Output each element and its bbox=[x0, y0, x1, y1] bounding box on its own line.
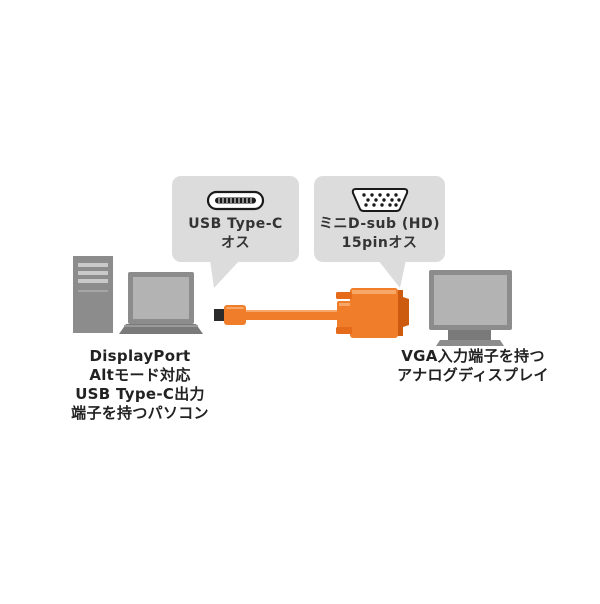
vga-bubble-line1: ミニD-sub (HD) bbox=[318, 216, 441, 232]
display-caption-line2: アナログディスプレイ bbox=[397, 366, 549, 384]
usb-c-to-vga-cable bbox=[214, 288, 409, 338]
cable-body bbox=[246, 310, 338, 320]
usb-type-c-port-icon bbox=[206, 190, 265, 211]
display-caption: VGA入力端子を持つ アナログディスプレイ bbox=[378, 347, 568, 385]
pc-caption-line4: 端子を持つパソコン bbox=[71, 404, 209, 422]
pc-caption-line3: USB Type-C出力 bbox=[75, 385, 205, 403]
vga-bubble bbox=[314, 176, 445, 288]
tower-pc-icon bbox=[73, 256, 113, 333]
vga-bubble-label: ミニD-sub (HD) 15pinオス bbox=[314, 215, 445, 253]
pc-caption-line1: DisplayPort bbox=[89, 347, 191, 365]
usb-c-plug-tip bbox=[214, 309, 226, 321]
pc-caption-line2: Altモード対応 bbox=[89, 366, 191, 384]
vga-bubble-line2: 15pinオス bbox=[341, 235, 418, 251]
usb-bubble-label: USB Type-C オス bbox=[172, 215, 299, 253]
usb-bubble bbox=[172, 176, 299, 288]
vga-thumbscrew-bottom bbox=[336, 327, 352, 334]
usb-bubble-line2: オス bbox=[221, 235, 250, 251]
usb-bubble-line1: USB Type-C bbox=[188, 216, 283, 232]
pc-caption: DisplayPort Altモード対応 USB Type-C出力 端子を持つパ… bbox=[40, 347, 240, 423]
monitor-icon bbox=[429, 270, 512, 346]
vga-port-icon bbox=[351, 188, 409, 212]
vga-thumbscrew-top bbox=[336, 292, 352, 299]
vga-plug-body bbox=[350, 288, 398, 338]
display-caption-line1: VGA入力端子を持つ bbox=[401, 347, 545, 365]
laptop-icon bbox=[119, 272, 203, 334]
usb-c-plug-housing bbox=[224, 305, 246, 325]
vga-plug-flange bbox=[398, 290, 403, 336]
